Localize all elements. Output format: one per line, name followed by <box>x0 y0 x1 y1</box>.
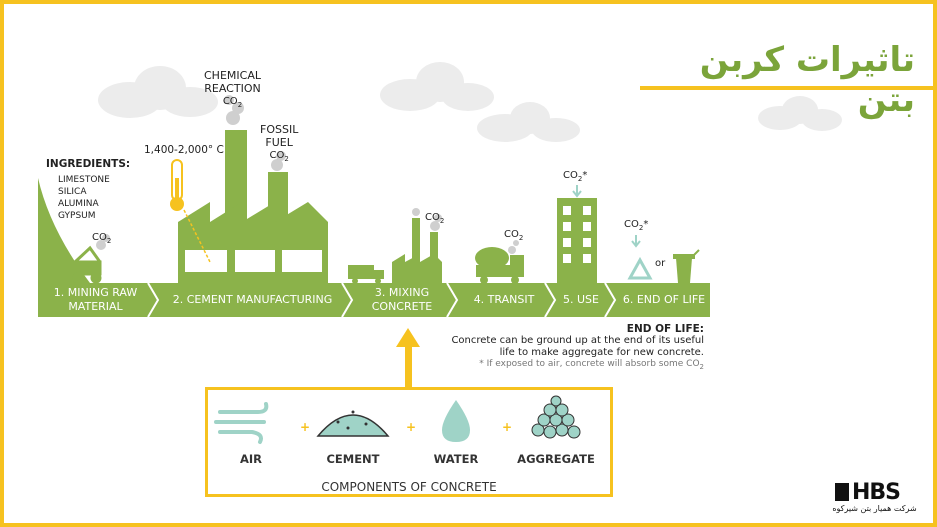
water-drop-icon <box>442 400 470 442</box>
ingredient-item: ALUMINA <box>58 199 99 209</box>
step-4-label: 4. TRANSIT <box>473 293 535 306</box>
title-box: تاثیرات کربن بتن <box>640 38 937 120</box>
logo-mark-icon <box>835 483 849 501</box>
company-logo: HBS <box>835 480 901 505</box>
aggregate-icon <box>531 395 581 439</box>
fossil-fuel-label: FOSSIL FUEL CO2 <box>260 123 299 163</box>
cement-pile-icon <box>316 410 390 437</box>
step-2-label: 2. CEMENT MANUFACTURING <box>172 293 333 306</box>
mining-hill <box>38 178 90 283</box>
co2-mixing-label: CO2 <box>425 212 445 225</box>
ingredient-item: LIMESTONE <box>58 175 110 185</box>
ingredient-item: SILICA <box>58 187 87 197</box>
chemical-reaction-label: CHEMICAL REACTION CO2 <box>204 69 261 109</box>
excavator-icon <box>68 245 102 284</box>
ingredient-item: GYPSUM <box>58 211 96 221</box>
page-title: تاثیرات کربن بتن <box>699 40 915 120</box>
mixer-truck-icon <box>475 247 524 284</box>
recycle-icon <box>627 235 653 280</box>
plus-sign: + <box>300 420 311 434</box>
temperature-label: 1,400-2,000° C <box>144 144 224 156</box>
mixing-plant-icon <box>348 218 442 284</box>
component-aggregate-label: AGGREGATE <box>517 452 595 466</box>
components-box: + + + AIR CEMENT WATER AGGREGATE COMPONE… <box>205 387 613 497</box>
component-cement-label: CEMENT <box>326 452 380 466</box>
company-name: شرکت همیار بتن شیرکوه <box>832 504 917 513</box>
or-label: or <box>655 258 666 269</box>
component-water-label: WATER <box>433 452 479 466</box>
step-1-label: 1. MINING RAW MATERIAL <box>53 286 138 313</box>
step-5-label: 5. USE <box>563 293 599 306</box>
step-3-label: 3. MIXING CONCRETE <box>371 286 433 313</box>
end-of-life-description: Concrete can be ground up at the end of … <box>451 335 704 358</box>
components-icons <box>214 395 581 444</box>
components-title: COMPONENTS OF CONCRETE <box>321 480 497 494</box>
step-6-label: 6. END OF LIFE <box>622 293 706 306</box>
thermometer-icon <box>170 159 211 263</box>
co2-transit-label: CO2 <box>504 229 524 242</box>
air-icon <box>214 402 269 444</box>
end-of-life-title: END OF LIFE: <box>626 323 704 335</box>
co2-use-label: CO2* <box>563 170 588 183</box>
bin-icon <box>673 249 700 283</box>
ingredients-list: LIMESTONE SILICA ALUMINA GYPSUM <box>58 174 110 222</box>
co2-eol-label: CO2* <box>624 219 649 232</box>
plus-sign: + <box>406 420 417 434</box>
end-of-life-note: * If exposed to air, concrete will absor… <box>479 359 704 371</box>
process-band <box>38 282 710 318</box>
smoke-cloud-icon <box>96 95 286 250</box>
component-air-label: AIR <box>239 452 263 466</box>
co2-mining-label: CO2 <box>92 232 112 245</box>
building-icon <box>557 185 597 283</box>
up-arrow-icon <box>396 328 420 390</box>
ingredients-heading: INGREDIENTS: <box>46 158 131 170</box>
plus-sign: + <box>502 420 513 434</box>
